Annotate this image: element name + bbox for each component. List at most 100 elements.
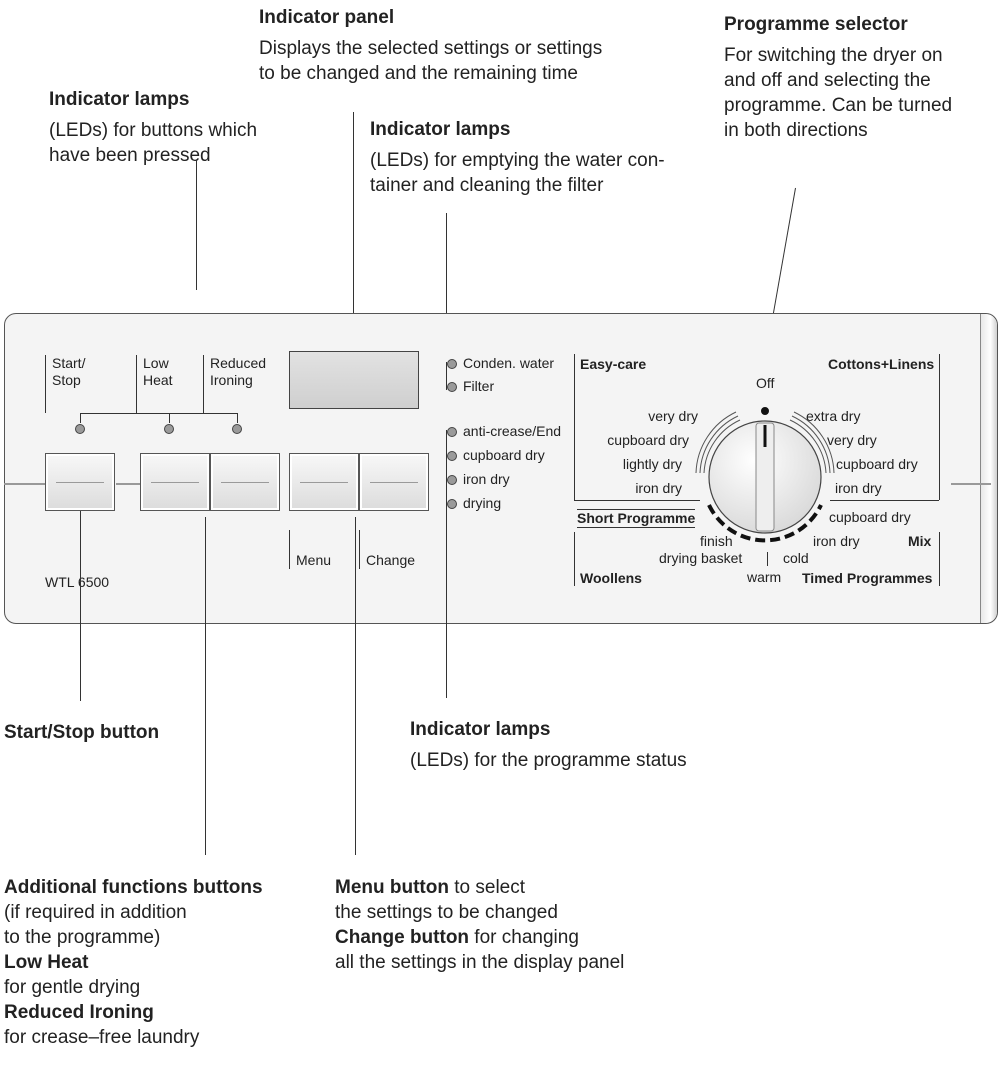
- led-iron-dry-label: iron dry: [463, 471, 510, 487]
- right-item-4: iron dry: [835, 480, 882, 496]
- easy-care-label: Easy-care: [580, 356, 647, 372]
- timed-programmes-label: Timed Programmes: [802, 570, 933, 586]
- cold-label: cold: [783, 550, 809, 566]
- leader-additional: [205, 517, 206, 855]
- mix-cupboard-dry: cupboard dry: [829, 509, 911, 525]
- iron-dry-lamp: [447, 474, 457, 485]
- led-filter: Filter: [447, 378, 494, 395]
- warm-cold-divider: [767, 552, 768, 566]
- water-lamps-callout: Indicator lamps (LEDs) for emptying the …: [370, 117, 665, 198]
- reduced-ironing-label-2: Ironing: [210, 372, 253, 388]
- model-number: WTL 6500: [45, 574, 110, 590]
- led-cupboard-dry: cupboard dry: [447, 447, 545, 464]
- reduced-ironing-label: Reduced Ironing: [203, 355, 266, 413]
- dial-bottom-ring: [707, 504, 823, 543]
- left-item-4: iron dry: [635, 480, 682, 496]
- lamp-drop-3: [237, 413, 238, 423]
- additional-functions-callout: Additional functions buttons (if require…: [4, 875, 263, 1050]
- low-heat-label-1: Low: [143, 355, 169, 371]
- reduced-ironing-text: for crease–free laundry: [4, 1027, 200, 1048]
- lamp-connector: [80, 413, 237, 414]
- low-heat-button[interactable]: [140, 453, 210, 511]
- programme-selector-dial[interactable]: [690, 395, 840, 555]
- water-lamps-text-1: (LEDs) for emptying the water con-: [370, 150, 665, 171]
- additional-text-1: (if required in addition: [4, 902, 187, 923]
- reduced-ironing-button[interactable]: [210, 453, 280, 511]
- button-lamps-text-2: have been pressed: [49, 145, 211, 166]
- programme-selector-text-4: in both directions: [724, 120, 868, 141]
- anti-crease-lamp: [447, 426, 457, 437]
- leader-button-lamps: [196, 160, 197, 290]
- drying-basket-label: drying basket: [659, 550, 743, 566]
- left-item-1: very dry: [648, 408, 698, 424]
- right-item-3: cupboard dry: [836, 456, 918, 472]
- low-heat-text: for gentle drying: [4, 977, 141, 998]
- water-lamps-heading: Indicator lamps: [370, 119, 511, 140]
- right-item-2: very dry: [827, 432, 877, 448]
- low-heat-heading: Low Heat: [4, 952, 89, 973]
- conden-water-lamp: [447, 358, 457, 369]
- start-stop-heading: Start/Stop button: [4, 722, 160, 743]
- right-item-1: extra dry: [806, 408, 861, 424]
- change-line-2: all the settings in the display panel: [335, 952, 625, 973]
- change-line-1: Change button for changing: [335, 925, 624, 950]
- indicator-panel-callout: Indicator panel Displays the selected se…: [259, 5, 602, 86]
- woollens-label: Woollens: [580, 570, 642, 586]
- menu-change-callout: Menu button to select the settings to be…: [335, 875, 624, 975]
- drying-lamp: [447, 498, 457, 509]
- led-iron-dry: iron dry: [447, 471, 510, 488]
- dial-right-hatch: [789, 419, 827, 474]
- led-drying: drying: [447, 495, 501, 512]
- leader-water-lamps: [446, 213, 447, 368]
- button-lamps-heading: Indicator lamps: [49, 89, 190, 110]
- short-programme-label: Short Programme: [577, 509, 696, 528]
- menu-bold: Menu button: [335, 877, 449, 898]
- mix-iron-dry: iron dry: [813, 533, 860, 549]
- menu-text: to select: [448, 877, 526, 898]
- led-cupboard-dry-label: cupboard dry: [463, 447, 545, 463]
- led-conden-water: Conden. water: [447, 355, 554, 372]
- reduced-ironing-lamp: [232, 424, 242, 434]
- start-stop-callout: Start/Stop button: [4, 720, 159, 745]
- status-lamps-callout: Indicator lamps (LEDs) for the programme…: [410, 717, 687, 773]
- water-lamps-text-2: tainer and cleaning the filter: [370, 175, 604, 196]
- status-lamps-heading: Indicator lamps: [410, 719, 551, 740]
- indicator-display: [289, 351, 419, 409]
- lamp-drop-2: [169, 413, 170, 423]
- menu-line-2: the settings to be changed: [335, 902, 558, 923]
- led-anti-crease-label: anti-crease/End: [463, 423, 562, 439]
- easycare-baseline: [574, 500, 700, 501]
- woollens-bar: [574, 532, 575, 586]
- leader-menu-change: [355, 517, 356, 855]
- left-item-2: cupboard dry: [607, 432, 689, 448]
- led-drying-label: drying: [463, 495, 502, 511]
- left-item-3: lightly dry: [622, 456, 682, 472]
- programme-selector-callout: Programme selector For switching the dry…: [724, 12, 952, 143]
- start-stop-button[interactable]: [45, 453, 115, 511]
- start-stop-label-2: Stop: [52, 372, 81, 388]
- cottons-bar: [939, 354, 940, 500]
- menu-line-1: Menu button to select: [335, 875, 624, 900]
- led-filter-label: Filter: [463, 378, 495, 394]
- programme-selector-text-1: For switching the dryer on: [724, 45, 943, 66]
- dial-left-hatch: [703, 419, 741, 474]
- lamp-drop-1: [80, 413, 81, 423]
- status-lamps-text-1: (LEDs) for the programme status: [410, 750, 687, 771]
- button-lamps-text-1: (LEDs) for buttons which: [49, 120, 258, 141]
- button-lamps-callout: Indicator lamps (LEDs) for buttons which…: [49, 87, 257, 168]
- low-heat-label-2: Heat: [143, 372, 173, 388]
- additional-heading: Additional functions buttons: [4, 877, 263, 898]
- reduced-ironing-label-1: Reduced: [210, 355, 267, 371]
- change-button[interactable]: [359, 453, 429, 511]
- water-led-stem: [446, 362, 447, 390]
- warm-label: warm: [747, 569, 782, 585]
- leader-indicator-panel: [353, 112, 354, 351]
- panel-edge: [980, 314, 997, 623]
- change-text: for changing: [469, 927, 579, 948]
- menu-button[interactable]: [289, 453, 359, 511]
- change-label: Change: [359, 530, 415, 569]
- cupboard-dry-lamp: [447, 450, 457, 461]
- change-bold: Change button: [335, 927, 470, 948]
- left-rail: [4, 483, 45, 485]
- start-stop-label-1: Start/: [52, 355, 86, 371]
